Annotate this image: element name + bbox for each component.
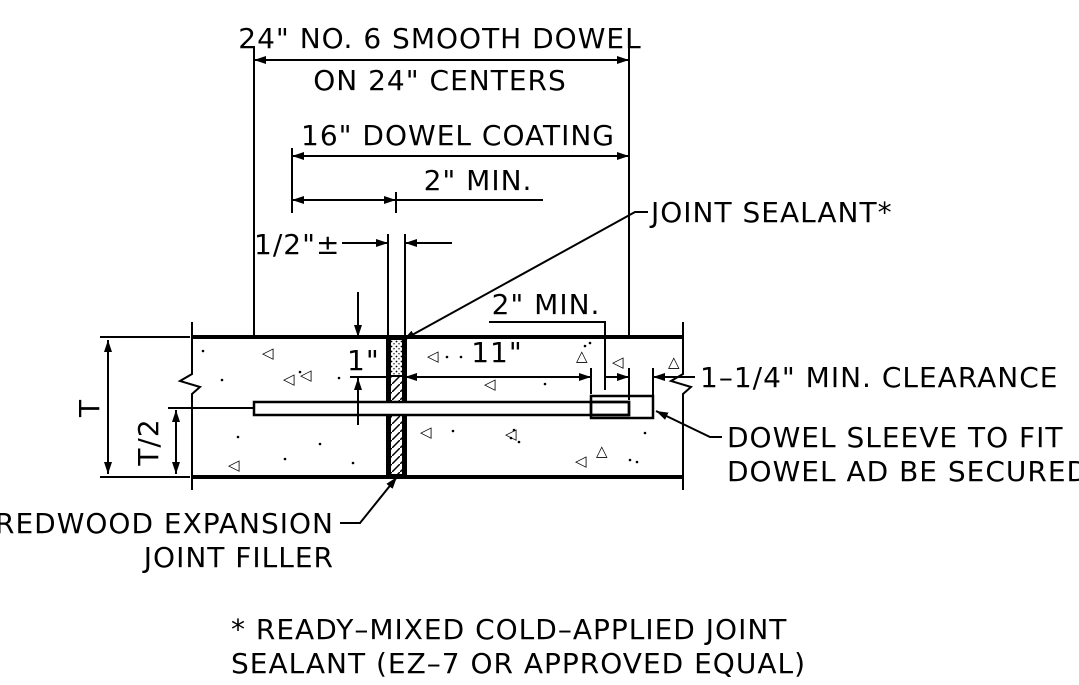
half-thickness-dimension: T/2 xyxy=(132,407,254,474)
dowel-title-line2: ON 24" CENTERS xyxy=(313,64,567,97)
svg-text:◁: ◁ xyxy=(427,347,439,365)
embedment-dimension: 11" xyxy=(405,336,591,381)
dowel-sleeve-callout: DOWEL SLEEVE TO FIT DOWEL AD BE SECURED xyxy=(655,410,1079,488)
coating-min-dimension: 2" MIN. xyxy=(292,164,543,213)
dowel-sleeve-line2: DOWEL AD BE SECURED xyxy=(727,455,1079,488)
dowel-coating-label: 16" DOWEL COATING xyxy=(301,119,615,152)
concrete-slab xyxy=(177,322,694,490)
svg-text:◁: ◁ xyxy=(420,423,432,441)
svg-text:◁: ◁ xyxy=(612,353,624,371)
svg-text:◁: ◁ xyxy=(575,452,587,470)
thickness-label: T xyxy=(73,399,106,418)
coating-min-label: 2" MIN. xyxy=(424,164,533,197)
clearance-dimension: 1–1/4" MIN. CLEARANCE xyxy=(606,361,1058,396)
dowel-length-dimension: 24" NO. 6 SMOOTH DOWEL ON 24" CENTERS xyxy=(238,22,641,337)
svg-text:△: △ xyxy=(596,442,608,460)
footnote-line2: SEALANT (EZ–7 OR APPROVED EQUAL) xyxy=(231,647,806,680)
sleeve-min-label: 2" MIN. xyxy=(492,288,601,321)
gap-width-label: 1/2"± xyxy=(254,228,340,261)
dowel-assembly xyxy=(252,394,655,420)
dowel-sleeve-line1: DOWEL SLEEVE TO FIT xyxy=(727,421,1064,454)
length-11in-label: 11" xyxy=(471,336,523,369)
clearance-label: 1–1/4" MIN. CLEARANCE xyxy=(700,361,1058,394)
sleeve-min-leader xyxy=(489,321,606,390)
svg-text:◁: ◁ xyxy=(262,344,274,362)
svg-text:◁: ◁ xyxy=(300,366,312,384)
dowel-title-line1: 24" NO. 6 SMOOTH DOWEL xyxy=(238,22,641,55)
redwood-line1: REDWOOD EXPANSION xyxy=(0,507,334,540)
redwood-leader xyxy=(340,476,398,524)
joint-sealant-leader xyxy=(402,211,648,341)
svg-text:△: △ xyxy=(576,347,588,365)
depth-1in-label: 1" xyxy=(347,344,380,377)
thickness-dimension: T xyxy=(73,336,190,478)
footnote: * READY–MIXED COLD–APPLIED JOINT SEALANT… xyxy=(231,613,806,680)
dowel-bar xyxy=(252,400,631,417)
joint-sealant-fill xyxy=(389,338,404,377)
coating-dimension: 16" DOWEL COATING xyxy=(291,119,629,213)
redwood-filler xyxy=(389,375,404,476)
svg-text:◁: ◁ xyxy=(283,370,295,388)
svg-text:△: △ xyxy=(668,353,680,371)
dowel-sleeve-leader xyxy=(655,410,722,438)
joint-sealant-label: JOINT SEALANT* xyxy=(649,196,893,229)
concrete-aggregate-marks: ◁ ◁ ◁ ◁ ◁ ◁ △ ◁ △ ◁ ◁ △ ◁ xyxy=(201,341,680,474)
redwood-line2: JOINT FILLER xyxy=(142,541,334,574)
half-thickness-label: T/2 xyxy=(132,418,165,466)
sleeve-min-dimension: 2" MIN. xyxy=(489,288,630,400)
svg-text:◁: ◁ xyxy=(228,456,240,474)
dowel-end-in-sleeve xyxy=(589,400,631,417)
footnote-line1: * READY–MIXED COLD–APPLIED JOINT xyxy=(231,613,787,646)
gap-width-dimension: 1/2"± xyxy=(254,228,452,337)
joint-sealant-callout: JOINT SEALANT* xyxy=(402,196,893,341)
left-break-line xyxy=(177,322,203,490)
redwood-filler-callout: REDWOOD EXPANSION JOINT FILLER xyxy=(0,476,398,574)
right-break-line xyxy=(668,322,694,490)
sealant-depth-dimension: 1" xyxy=(347,292,390,425)
svg-text:◁: ◁ xyxy=(505,425,517,443)
